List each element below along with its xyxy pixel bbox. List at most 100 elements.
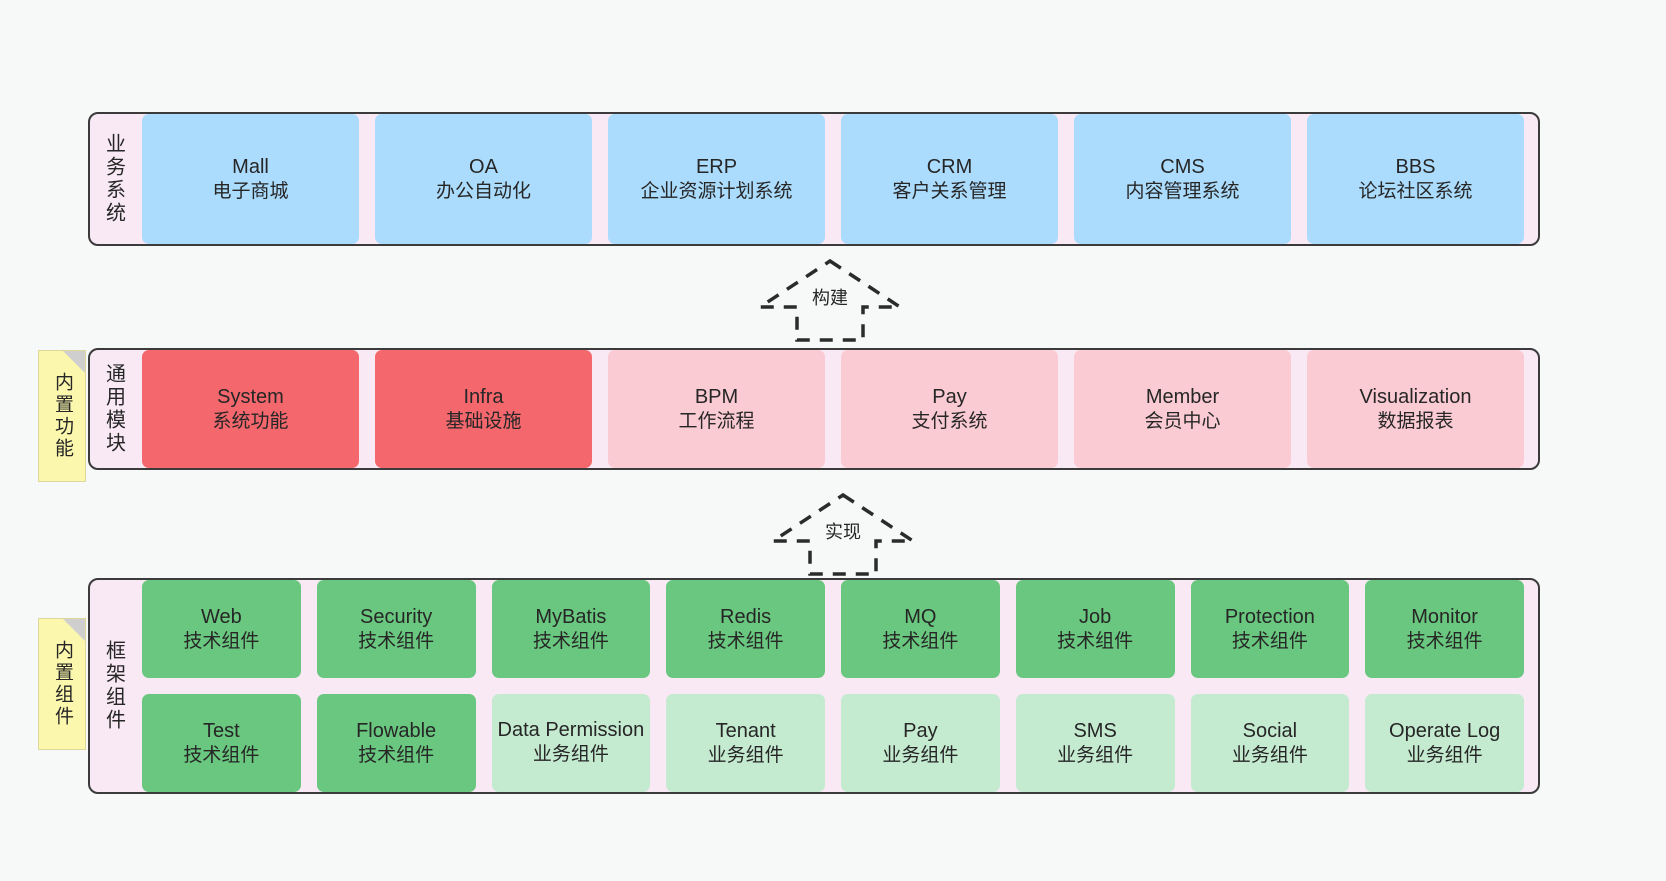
framework-row-2: Test 技术组件 Flowable 技术组件 Data Permission … — [142, 694, 1524, 792]
card-pay-component-en: Pay — [903, 719, 938, 742]
card-redis-en: Redis — [720, 605, 772, 628]
card-data-permission-cn: 业务组件 — [532, 743, 609, 765]
card-crm-cn: 客户关系管理 — [892, 180, 1007, 202]
card-member-en: Member — [1145, 385, 1220, 408]
card-mq-cn: 技术组件 — [882, 630, 959, 652]
card-erp-cn: 企业资源计划系统 — [640, 180, 793, 202]
arrow-implement-label: 实现 — [825, 522, 861, 542]
card-mall-cn: 电子商城 — [212, 180, 289, 202]
card-system-en: System — [217, 385, 284, 408]
card-pay-module[interactable]: Pay 支付系统 — [841, 350, 1058, 468]
card-tenant[interactable]: Tenant 业务组件 — [666, 694, 825, 792]
note-builtin-function: 内置功能 — [38, 350, 86, 482]
card-job-cn: 技术组件 — [1057, 630, 1134, 652]
card-sms-cn: 业务组件 — [1057, 744, 1134, 766]
card-pay-module-cn: 支付系统 — [911, 410, 988, 432]
framework-row-1: Web 技术组件 Security 技术组件 MyBatis 技术组件 Redi… — [142, 580, 1524, 678]
card-mybatis[interactable]: MyBatis 技术组件 — [491, 580, 651, 678]
card-flowable[interactable]: Flowable 技术组件 — [316, 694, 476, 792]
layer-common-module-body: System 系统功能 Infra 基础设施 BPM 工作流程 Pay 支付系统… — [136, 350, 1538, 468]
layer-framework-component-body: Web 技术组件 Security 技术组件 MyBatis 技术组件 Redi… — [136, 580, 1538, 792]
card-pay-component[interactable]: Pay 业务组件 — [841, 694, 1000, 792]
layer-common-module-title: 通用模块 — [102, 363, 125, 455]
card-infra[interactable]: Infra 基础设施 — [375, 350, 592, 468]
layer-business-system: 业务系统 Mall 电子商城 OA 办公自动化 ERP 企业资源计划系统 CRM — [88, 112, 1540, 246]
card-crm-en: CRM — [926, 155, 973, 178]
card-web[interactable]: Web 技术组件 — [142, 580, 301, 678]
card-web-cn: 技术组件 — [183, 630, 260, 652]
card-flowable-cn: 技术组件 — [358, 744, 435, 766]
card-test-cn: 技术组件 — [183, 744, 260, 766]
card-pay-component-cn: 业务组件 — [882, 744, 959, 766]
card-oa[interactable]: OA 办公自动化 — [375, 114, 592, 244]
card-data-permission[interactable]: Data Permission 业务组件 — [491, 694, 651, 792]
card-system-cn: 系统功能 — [212, 410, 289, 432]
card-mall[interactable]: Mall 电子商城 — [142, 114, 359, 244]
card-protection-cn: 技术组件 — [1231, 630, 1308, 652]
card-social-cn: 业务组件 — [1231, 744, 1308, 766]
note-builtin-component: 内置组件 — [38, 618, 86, 750]
note-fold-corner-icon-2 — [63, 619, 85, 641]
card-erp[interactable]: ERP 企业资源计划系统 — [608, 114, 825, 244]
card-data-permission-en: Data Permission — [497, 719, 645, 742]
card-redis-cn: 技术组件 — [707, 630, 784, 652]
card-cms[interactable]: CMS 内容管理系统 — [1074, 114, 1291, 244]
card-social[interactable]: Social 业务组件 — [1190, 694, 1350, 792]
card-visualization[interactable]: Visualization 数据报表 — [1307, 350, 1524, 468]
card-monitor[interactable]: Monitor 技术组件 — [1365, 580, 1524, 678]
card-job[interactable]: Job 技术组件 — [1015, 580, 1175, 678]
note-fold-corner-icon — [63, 351, 85, 373]
card-tenant-cn: 业务组件 — [707, 744, 784, 766]
card-job-en: Job — [1079, 605, 1112, 628]
card-system[interactable]: System 系统功能 — [142, 350, 359, 468]
common-row-1: System 系统功能 Infra 基础设施 BPM 工作流程 Pay 支付系统… — [142, 350, 1524, 468]
card-sms-en: SMS — [1073, 719, 1117, 742]
card-infra-cn: 基础设施 — [445, 410, 522, 432]
arrow-build: 构建 — [754, 258, 906, 342]
card-cms-en: CMS — [1160, 155, 1205, 178]
card-flowable-en: Flowable — [356, 719, 437, 742]
arrow-implement: 实现 — [767, 492, 919, 576]
card-member-cn: 会员中心 — [1144, 410, 1221, 432]
card-security-cn: 技术组件 — [358, 630, 435, 652]
layer-business-system-body: Mall 电子商城 OA 办公自动化 ERP 企业资源计划系统 CRM 客户关系… — [136, 114, 1538, 244]
card-test-en: Test — [203, 719, 240, 742]
card-security[interactable]: Security 技术组件 — [316, 580, 476, 678]
card-test[interactable]: Test 技术组件 — [142, 694, 301, 792]
card-mybatis-cn: 技术组件 — [532, 630, 609, 652]
arrow-build-label: 构建 — [812, 288, 848, 308]
card-protection[interactable]: Protection 技术组件 — [1190, 580, 1350, 678]
card-sms[interactable]: SMS 业务组件 — [1015, 694, 1175, 792]
card-mq-en: MQ — [904, 605, 937, 628]
card-operate-log-en: Operate Log — [1389, 719, 1501, 742]
card-monitor-en: Monitor — [1411, 605, 1478, 628]
card-redis[interactable]: Redis 技术组件 — [666, 580, 825, 678]
card-cms-cn: 内容管理系统 — [1125, 180, 1240, 202]
card-oa-en: OA — [469, 155, 498, 178]
card-tenant-en: Tenant — [715, 719, 776, 742]
card-bbs[interactable]: BBS 论坛社区系统 — [1307, 114, 1524, 244]
card-protection-en: Protection — [1224, 605, 1315, 628]
business-row-1: Mall 电子商城 OA 办公自动化 ERP 企业资源计划系统 CRM 客户关系… — [142, 114, 1524, 244]
card-member[interactable]: Member 会员中心 — [1074, 350, 1291, 468]
card-oa-cn: 办公自动化 — [435, 180, 531, 202]
card-bpm-en: BPM — [694, 385, 739, 408]
note-builtin-function-label: 内置功能 — [51, 372, 73, 460]
card-operate-log[interactable]: Operate Log 业务组件 — [1365, 694, 1524, 792]
layer-common-module: 通用模块 System 系统功能 Infra 基础设施 BPM 工作流程 Pay — [88, 348, 1540, 470]
card-security-en: Security — [360, 605, 433, 628]
card-visualization-cn: 数据报表 — [1377, 410, 1454, 432]
card-bbs-en: BBS — [1395, 155, 1436, 178]
card-mybatis-en: MyBatis — [535, 605, 607, 628]
card-social-en: Social — [1242, 719, 1298, 742]
card-mq[interactable]: MQ 技术组件 — [841, 580, 1000, 678]
card-bpm-cn: 工作流程 — [678, 410, 755, 432]
card-infra-en: Infra — [463, 385, 504, 408]
layer-framework-component: 框架组件 Web 技术组件 Security 技术组件 MyBatis 技术组件… — [88, 578, 1540, 794]
card-bpm[interactable]: BPM 工作流程 — [608, 350, 825, 468]
layer-business-system-title: 业务系统 — [102, 133, 125, 225]
card-crm[interactable]: CRM 客户关系管理 — [841, 114, 1058, 244]
card-web-en: Web — [200, 605, 242, 628]
layer-framework-component-title: 框架组件 — [102, 640, 125, 732]
